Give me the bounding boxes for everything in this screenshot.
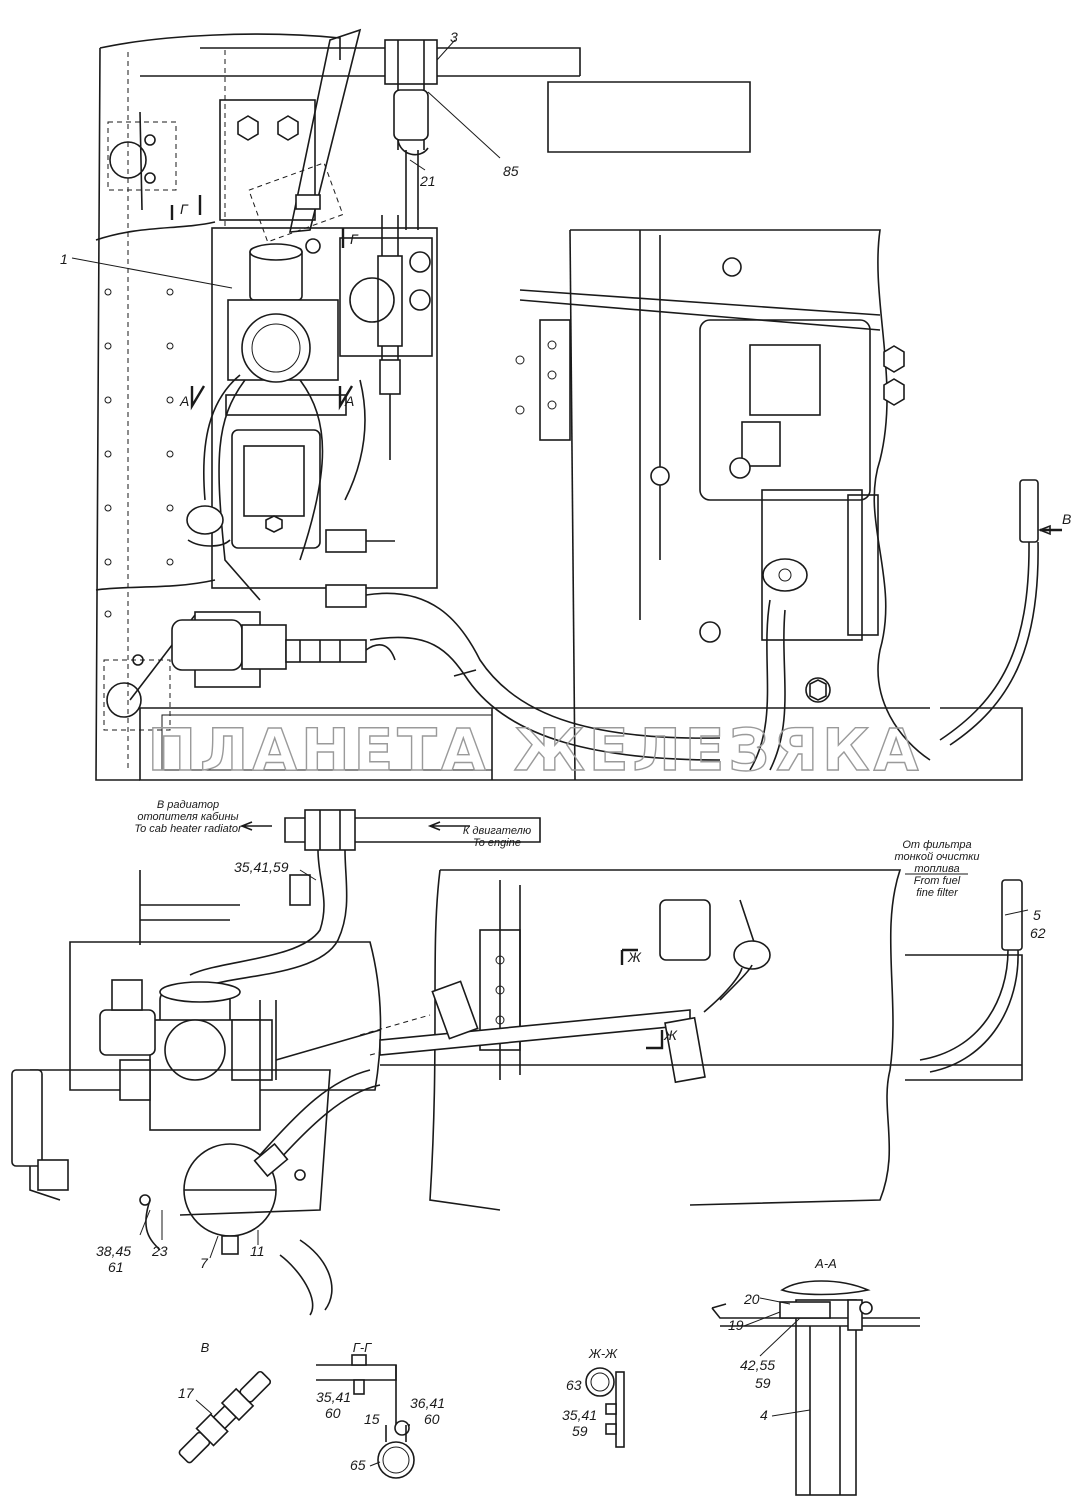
view-mark-b: В [1062, 511, 1071, 527]
section-mark-g-left: Г [180, 201, 189, 217]
panel-holes [104, 288, 174, 618]
annot-from-filter-en1: From fuel [914, 875, 961, 887]
section-gg-part-36-41: 36,41 [410, 1395, 445, 1411]
annot-to-radiator-ru: В радиатор [157, 799, 219, 811]
callout-23: 23 [151, 1243, 168, 1259]
view-b-detail: В 17 [178, 1340, 272, 1464]
section-mark-zh-top: Ж [627, 949, 642, 965]
annot-to-radiator-ru2: отопителя кабины [137, 811, 238, 823]
section-gg-title: Г-Г [353, 1340, 372, 1355]
callout-62: 62 [1030, 925, 1046, 941]
section-aa-part-4: 4 [760, 1407, 768, 1423]
callout-1: 1 [60, 251, 68, 267]
section-zhzh-part-35-41: 35,41 [562, 1407, 597, 1423]
section-gg-part-60b: 60 [424, 1411, 440, 1427]
section-zhzh-part-59: 59 [572, 1423, 588, 1439]
section-gg-part-60a: 60 [325, 1405, 341, 1421]
section-zhzh-detail: Ж-Ж 63 35,41 59 [562, 1346, 625, 1448]
section-aa-part-42-55: 42,55 [740, 1357, 775, 1373]
section-mark-zh-bottom: Ж [663, 1027, 678, 1043]
bottom-assembly-view [11, 809, 1029, 1316]
callout-11: 11 [250, 1243, 265, 1259]
annot-to-engine-ru: К двигателю [463, 825, 531, 837]
section-mark-a-right: А [344, 393, 354, 409]
section-aa-part-59: 59 [755, 1375, 771, 1391]
section-zhzh-title: Ж-Ж [588, 1346, 618, 1361]
section-mark-g-right: Г [350, 231, 359, 247]
section-gg-part-35-41: 35,41 [316, 1389, 351, 1405]
annot-from-filter-ru3: топлива [914, 863, 959, 875]
callout-38-45: 38,45 [96, 1243, 131, 1259]
section-gg-part-15: 15 [364, 1411, 380, 1427]
callout-7: 7 [200, 1255, 209, 1271]
annot-from-filter-ru1: От фильтра [902, 839, 971, 851]
annot-from-filter-en2: fine filter [916, 887, 959, 899]
callout-5: 5 [1033, 907, 1041, 923]
annot-to-radiator-en: To cab heater radiator [134, 823, 243, 835]
callout-3: 3 [450, 29, 458, 45]
annot-to-engine-en: To engine [473, 837, 521, 849]
callout-85: 85 [503, 163, 519, 179]
view-b-part-17: 17 [178, 1385, 195, 1401]
callout-61: 61 [108, 1259, 124, 1275]
section-aa-part-20: 20 [743, 1291, 760, 1307]
section-zhzh-part-63: 63 [566, 1377, 582, 1393]
watermark: ПЛАНЕТА ЖЕЛЕЗЯКА [148, 716, 923, 784]
callout-21: 21 [419, 173, 436, 189]
section-mark-a-left: А [179, 393, 189, 409]
callout-35-41-59: 35,41,59 [234, 859, 289, 875]
section-aa-detail: А-А 20 19 42,55 59 4 [711, 1256, 920, 1496]
view-b-title: В [201, 1340, 210, 1355]
section-aa-title: А-А [814, 1256, 837, 1271]
annot-from-filter-ru2: тонкой очистки [894, 851, 979, 863]
section-aa-part-19: 19 [728, 1317, 744, 1333]
section-gg-detail: Г-Г 35,41 60 15 36,41 60 65 [316, 1340, 445, 1479]
section-gg-part-65: 65 [350, 1457, 366, 1473]
top-assembly-view [71, 28, 1062, 781]
